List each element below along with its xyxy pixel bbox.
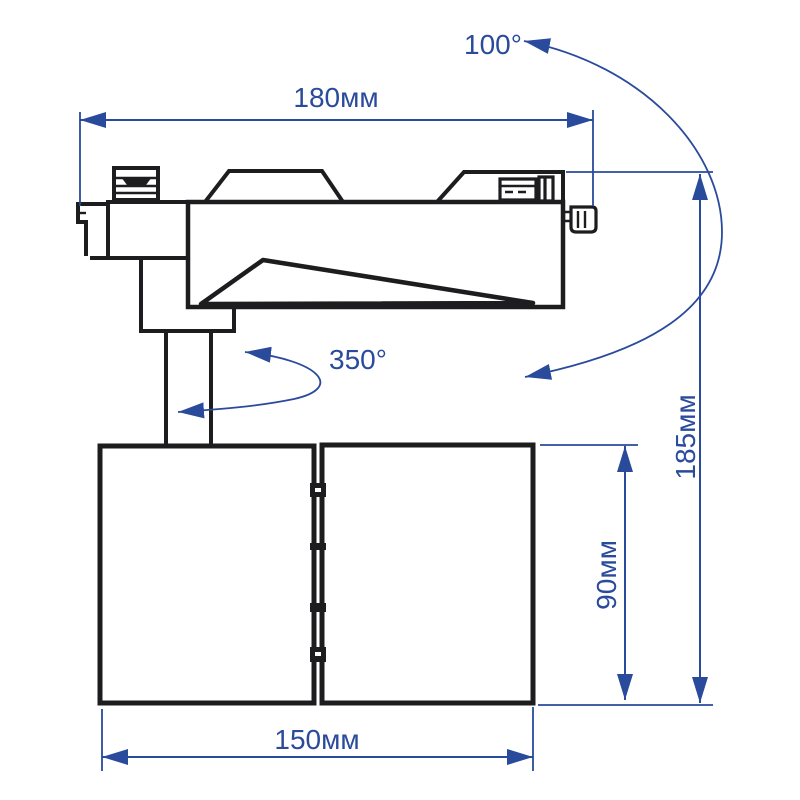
dimension-label-100deg: 100° — [464, 29, 522, 60]
mounting-clip-right-notch — [562, 210, 573, 223]
mounting-clip-right-slot — [576, 211, 587, 228]
power-terminal-detail — [500, 184, 536, 194]
dimension-rotation-angle: 350° — [177, 344, 387, 419]
release-lever-wedge — [198, 257, 536, 307]
dimension-label-180mm: 180мм — [293, 82, 378, 113]
locking-knob — [112, 166, 160, 202]
dimension-lamp-height: 90мм — [540, 444, 638, 700]
hinge-seam-marks — [310, 483, 326, 662]
power-terminal — [498, 177, 538, 202]
dimension-label-150mm: 150мм — [274, 724, 359, 755]
dimension-label-185mm: 185мм — [670, 394, 701, 479]
rotation-angle-arc — [177, 346, 322, 419]
dimension-overall-height: 185мм — [538, 171, 713, 706]
locking-knob-shade — [121, 177, 152, 185]
terminal-side-box — [537, 175, 555, 203]
tilt-angle-arc — [523, 38, 723, 380]
swivel-stem — [164, 331, 213, 446]
adapter-top-bump — [203, 169, 345, 204]
adapter-step-box — [139, 258, 236, 333]
dimension-annotations: 180мм 100° 350° 185мм 90мм 150мм — [79, 29, 723, 771]
dimension-tilt-angle: 100° — [464, 29, 723, 380]
dimension-label-350deg: 350° — [329, 344, 387, 375]
lamp-head-right — [319, 442, 536, 706]
adapter-top-right-section — [435, 170, 565, 204]
adapter-left-box — [90, 200, 188, 260]
dimension-track-adapter-width: 180мм — [79, 82, 594, 206]
dimension-lamp-width: 150мм — [101, 707, 534, 771]
lamp-head-left — [97, 443, 317, 706]
dimension-label-90mm: 90мм — [591, 540, 622, 610]
mounting-clip-right — [569, 205, 598, 234]
mounting-clip-left — [76, 202, 108, 256]
track-light-fixture-drawing — [76, 166, 598, 706]
extension-lines-185 — [538, 171, 713, 706]
